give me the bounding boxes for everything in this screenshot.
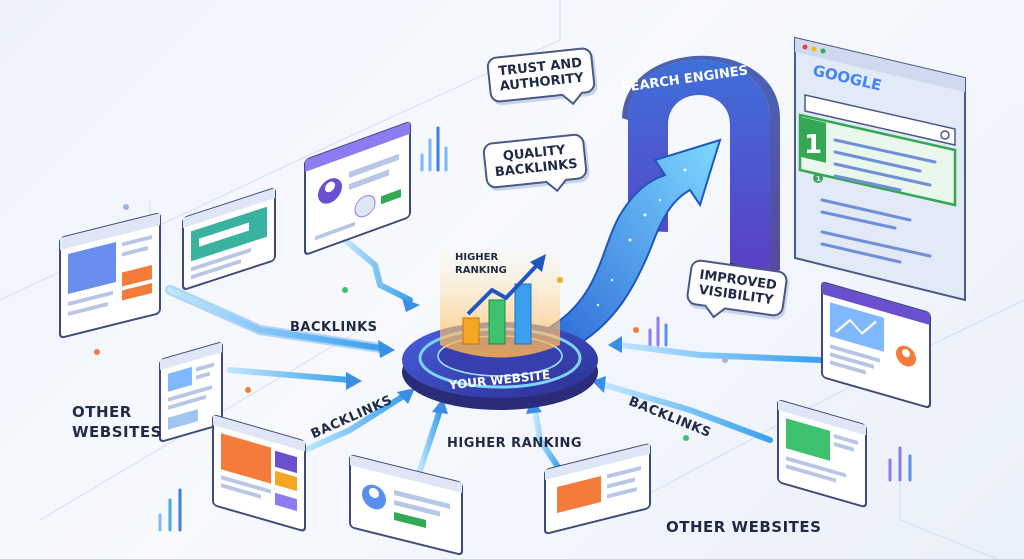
backlinks-label-left-top: BACKLINKS [290,320,378,335]
higher-ranking-label-bottom: HIGHER RANKING [447,436,583,451]
website-card-right-top [821,281,931,409]
rank-small-number: 1 [816,175,821,183]
mini-bar-chart-top [420,126,448,172]
rank-badge [800,116,826,163]
mini-bar-chart-bottom-right [888,446,912,482]
rank-number: 1 [804,130,822,160]
higher-ranking-top-line2: RANKING [455,265,507,276]
website-card-top-2 [182,188,276,290]
mini-bar-chart-left [158,488,182,532]
other-websites-label-left: OTHER WEBSITES [72,402,162,442]
trust-authority-bubble: TRUST AND AUTHORITY [485,46,597,104]
website-card-left-top [59,212,161,339]
backlink-arrows [165,237,823,473]
other-websites-label-bottom: OTHER WEBSITES [666,518,822,536]
mini-bar-chart-right [648,316,668,347]
website-card-top-3 [304,121,411,255]
rising-arrow [543,138,722,357]
other-websites-left-line1: OTHER [72,403,132,421]
website-card-left-mid [159,342,223,443]
website-card-left-bottom [212,414,306,532]
other-websites-left-line2: WEBSITES [72,423,162,441]
search-icon [940,130,950,140]
decorative-dots [94,204,728,441]
website-card-bottom-right [544,443,651,535]
growth-chart: HIGHER RANKING [440,250,560,358]
website-card-bottom-center [349,454,463,556]
google-search-window: GOOGLE 1 1 [794,36,966,302]
website-card-right-bottom [777,399,867,508]
higher-ranking-top-line1: HIGHER [455,252,498,263]
